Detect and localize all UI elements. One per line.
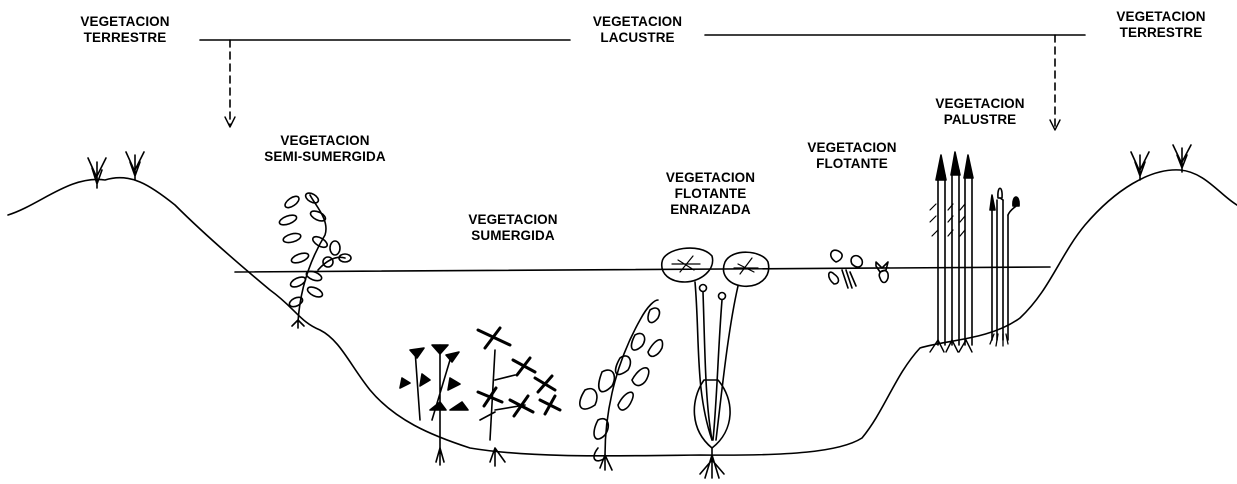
label-terrestrial-right: VEGETACION TERRESTRE [1096,9,1226,41]
label-lacustrine-line2: LACUSTRE [570,30,705,46]
label-rooted-floating-line3: ENRAIZADA [648,202,773,218]
label-floating-line2: FLOTANTE [792,156,912,172]
label-rooted-floating-line2: FLOTANTE [648,186,773,202]
label-marsh: VEGETACION PALUSTRE [920,96,1040,128]
label-submerged: VEGETACION SUMERGIDA [448,212,578,244]
terrain [8,170,1237,456]
label-terrestrial-right-line1: VEGETACION [1096,9,1226,25]
label-marsh-line1: VEGETACION [920,96,1040,112]
terrestrial-plants-right [1131,145,1191,180]
label-rooted-floating-line1: VEGETACION [648,170,773,186]
water-surface [235,267,1050,272]
label-submerged-line2: SUMERGIDA [448,228,578,244]
label-lacustrine: VEGETACION LACUSTRE [570,14,705,46]
label-floating: VEGETACION FLOTANTE [792,140,912,172]
label-semi-submerged: VEGETACION SEMI-SUMERGIDA [255,133,395,165]
semi-submerged-plant [278,191,351,328]
submerged-plant-2 [478,328,560,466]
label-semi-submerged-line1: VEGETACION [255,133,395,149]
rooted-floating-plant [662,248,769,478]
label-terrestrial-right-line2: TERRESTRE [1096,25,1226,41]
label-terrestrial-left-line2: TERRESTRE [60,30,190,46]
boundary-arrow-right [1050,35,1060,130]
submerged-plant-3 [580,300,663,470]
label-submerged-line1: VEGETACION [448,212,578,228]
submerged-plant-1 [400,345,468,465]
label-terrestrial-left: VEGETACION TERRESTRE [60,14,190,46]
marsh-plants [930,152,1019,352]
label-rooted-floating: VEGETACION FLOTANTE ENRAIZADA [648,170,773,218]
label-marsh-line2: PALUSTRE [920,112,1040,128]
boundary-arrow-left [225,40,235,127]
label-lacustrine-line1: VEGETACION [570,14,705,30]
label-semi-submerged-line2: SEMI-SUMERGIDA [255,149,395,165]
label-terrestrial-left-line1: VEGETACION [60,14,190,30]
terrestrial-plants-left [88,152,144,188]
label-floating-line1: VEGETACION [792,140,912,156]
ground-profile [8,170,1237,456]
